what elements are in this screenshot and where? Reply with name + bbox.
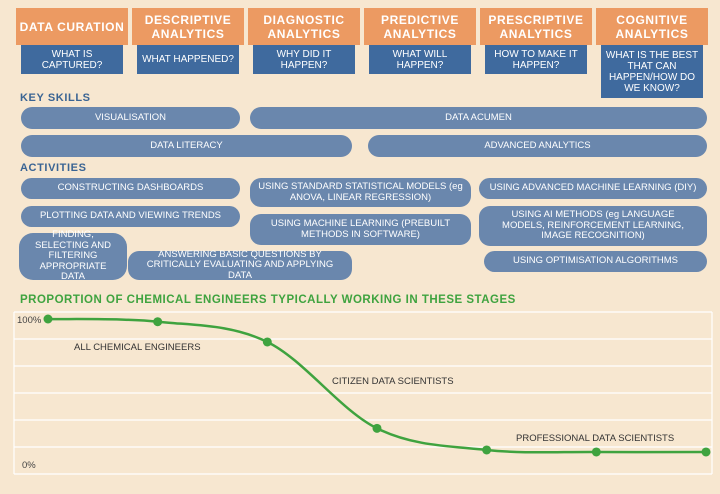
stage-header-cognitive: COGNITIVE ANALYTICS bbox=[596, 8, 708, 45]
chart-title: PROPORTION OF CHEMICAL ENGINEERS TYPICAL… bbox=[20, 294, 516, 306]
stage-header-prescriptive: PRESCRIPTIVE ANALYTICS bbox=[480, 8, 592, 45]
data-point bbox=[482, 445, 492, 455]
y-tick-label: 0% bbox=[22, 460, 36, 471]
activities-title: ACTIVITIES bbox=[20, 162, 87, 174]
stage-question-data-curation: WHAT IS CAPTURED? bbox=[21, 45, 123, 74]
activity-optimisation-algorithms: USING OPTIMISATION ALGORITHMS bbox=[484, 251, 707, 272]
data-point bbox=[701, 447, 711, 457]
data-point bbox=[591, 447, 601, 457]
activity-finding-filtering-data: FINDING, SELECTING AND FILTERING APPROPR… bbox=[19, 230, 127, 282]
activity-advanced-machine-learning: USING ADVANCED MACHINE LEARNING (DIY) bbox=[479, 178, 707, 199]
chart-annotation: ALL CHEMICAL ENGINEERS bbox=[74, 342, 201, 353]
activity-standard-statistical-models: USING STANDARD STATISTICAL MODELS (eg AN… bbox=[250, 178, 471, 207]
chart-annotation: PROFESSIONAL DATA SCIENTISTS bbox=[516, 433, 674, 444]
stage-question-prescriptive: HOW TO MAKE IT HAPPEN? bbox=[485, 45, 587, 74]
skill-data-acumen: DATA ACUMEN bbox=[250, 107, 707, 129]
key-skills-title: KEY SKILLS bbox=[20, 92, 91, 104]
activity-ai-methods: USING AI METHODS (eg LANGUAGE MODELS, RE… bbox=[479, 206, 707, 246]
chart-annotation: CITIZEN DATA SCIENTISTS bbox=[332, 376, 454, 387]
skill-advanced-analytics: ADVANCED ANALYTICS bbox=[368, 135, 707, 157]
activity-plotting-data: PLOTTING DATA AND VIEWING TRENDS bbox=[21, 206, 240, 227]
data-point bbox=[262, 337, 272, 347]
activity-constructing-dashboards: CONSTRUCTING DASHBOARDS bbox=[21, 178, 240, 199]
data-point bbox=[43, 314, 53, 324]
activity-machine-learning-prebuilt: USING MACHINE LEARNING (PREBUILT METHODS… bbox=[250, 214, 471, 245]
data-point bbox=[372, 423, 382, 433]
stage-question-predictive: WHAT WILL HAPPEN? bbox=[369, 45, 471, 74]
stage-question-diagnostic: WHY DID IT HAPPEN? bbox=[253, 45, 355, 74]
activity-answering-basic-questions: ANSWERING BASIC QUESTIONS BY CRITICALLY … bbox=[128, 249, 352, 281]
data-point bbox=[153, 317, 163, 327]
stage-question-cognitive: WHAT IS THE BEST THAT CAN HAPPEN/HOW DO … bbox=[601, 45, 703, 98]
skill-data-literacy: DATA LITERACY bbox=[21, 135, 352, 157]
y-tick-label: 100% bbox=[17, 315, 42, 326]
stage-header-descriptive: DESCRIPTIVE ANALYTICS bbox=[132, 8, 244, 45]
stage-header-predictive: PREDICTIVE ANALYTICS bbox=[364, 8, 476, 45]
stage-header-data-curation: DATA CURATION bbox=[16, 8, 128, 45]
stage-header-diagnostic: DIAGNOSTIC ANALYTICS bbox=[248, 8, 360, 45]
skill-visualisation: VISUALISATION bbox=[21, 107, 240, 129]
stage-question-descriptive: WHAT HAPPENED? bbox=[137, 45, 239, 74]
